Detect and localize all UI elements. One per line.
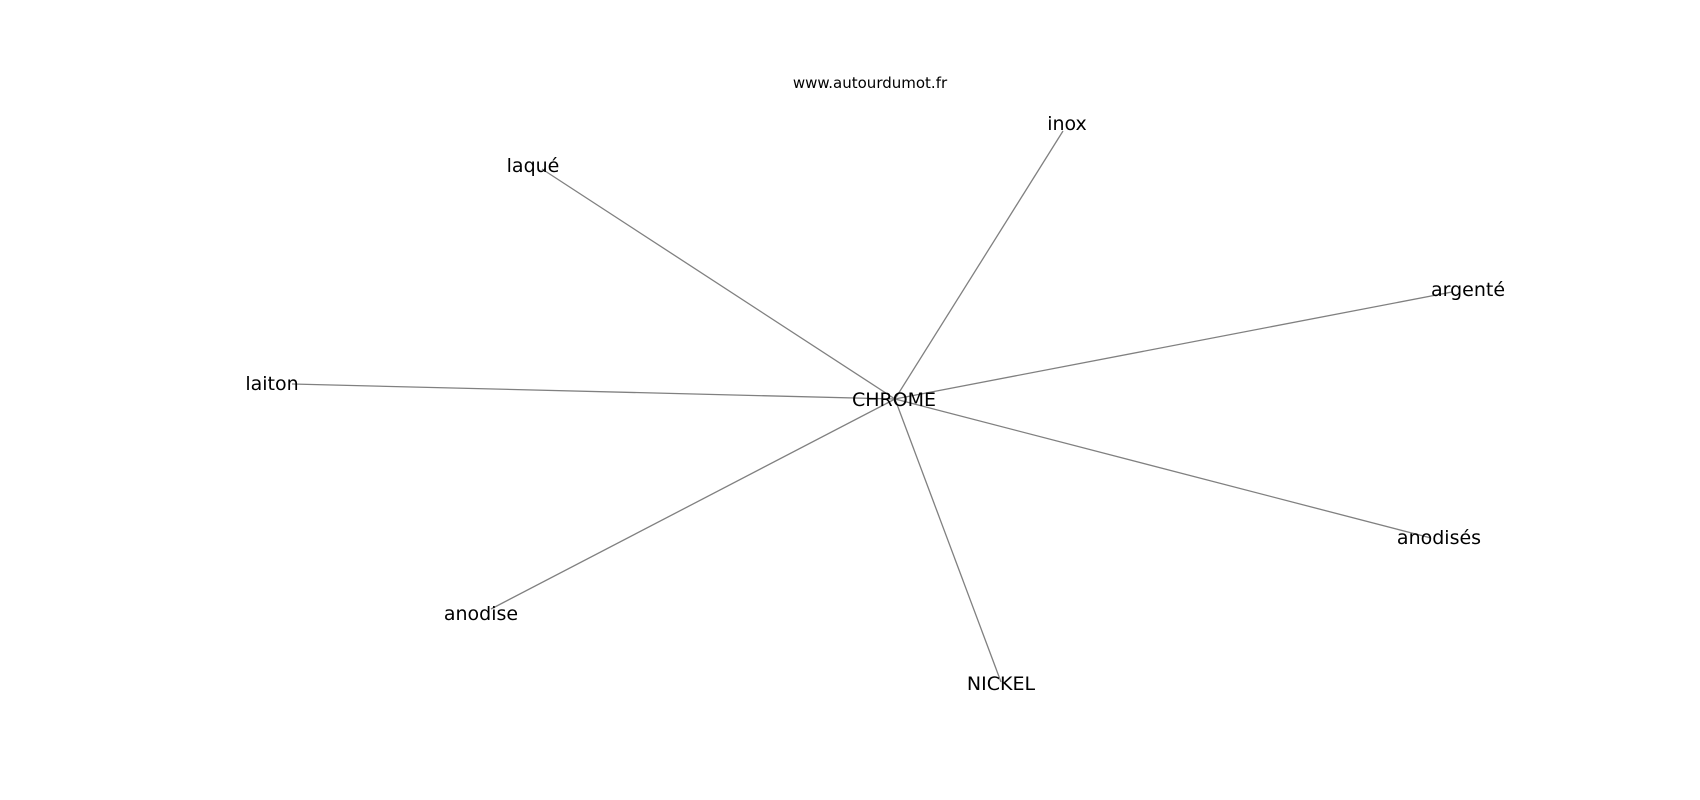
node-nickel[interactable]: NICKEL (967, 673, 1036, 695)
node-anodise[interactable]: anodise (444, 603, 518, 625)
node-argente[interactable]: argenté (1431, 279, 1505, 301)
edge-chrome-inox (894, 130, 1064, 400)
edge-chrome-argente (894, 291, 1453, 400)
edge-chrome-laiton (291, 383, 896, 400)
edge-chrome-anodise (490, 398, 896, 610)
source-credit: www.autourdumot.fr (793, 74, 948, 92)
labels-layer: CHROME inox laqué argenté laiton anodisés anod… (245, 113, 1505, 695)
node-laiton[interactable]: laiton (245, 373, 298, 395)
node-chrome[interactable]: CHROME (852, 389, 936, 411)
edge-chrome-laque (541, 168, 896, 400)
node-laque[interactable]: laqué (507, 155, 560, 177)
node-inox[interactable]: inox (1047, 113, 1087, 135)
edge-chrome-nickel (894, 398, 1002, 683)
edges-layer (291, 130, 1453, 683)
node-anodises[interactable]: anodisés (1397, 527, 1481, 549)
edge-chrome-anodises (894, 398, 1432, 539)
